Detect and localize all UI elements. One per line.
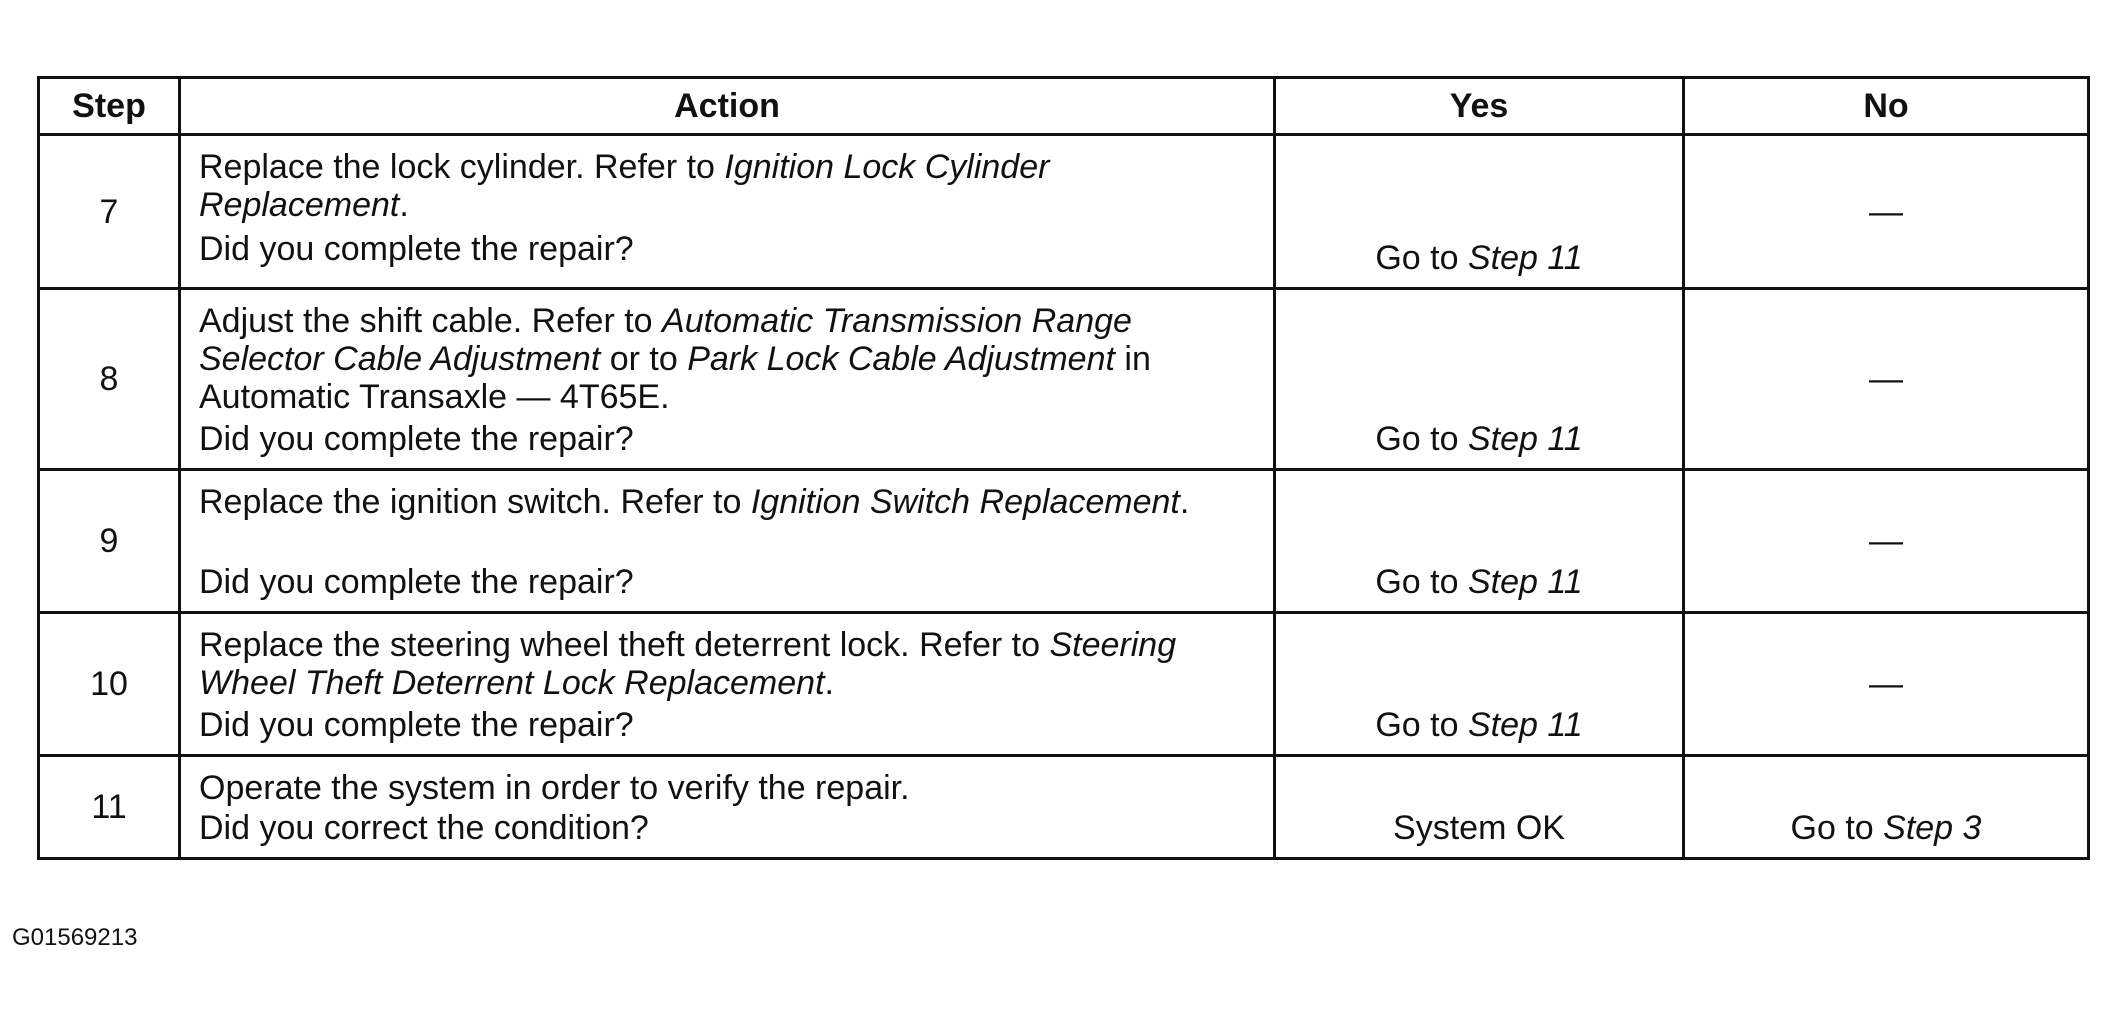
reference-text: Automatic Transmission Range Selector Ca…: [199, 302, 1132, 378]
no-result: Go to Step 3: [1685, 809, 2087, 847]
yes-cell: Go to Step 11: [1273, 611, 1685, 757]
no-cell: —: [1682, 468, 2090, 614]
action-instruction: Replace the lock cylinder. Refer to Igni…: [199, 148, 1257, 224]
table-header-row: Step Action Yes No: [37, 76, 2090, 136]
cell-text: —: [1869, 360, 1903, 398]
no-cell: —: [1682, 287, 2090, 471]
yes-result: System OK: [1276, 809, 1682, 847]
text-segment: .: [399, 186, 409, 224]
table-row: 11 Operate the system in order to verify …: [37, 754, 2090, 860]
step-number: 11: [37, 754, 181, 860]
header-action: Action: [178, 76, 1276, 136]
header-yes: Yes: [1273, 76, 1685, 136]
text-segment: Go to: [1375, 563, 1468, 601]
table-row: 10 Replace the steering wheel theft deter…: [37, 611, 2090, 757]
action-question: Did you complete the repair?: [199, 563, 634, 601]
action-instruction: Replace the ignition switch. Refer to Ig…: [199, 483, 1257, 521]
reference-text: Ignition Switch Replacement: [750, 483, 1180, 521]
no-result: —: [1685, 665, 2087, 703]
text-segment: Replace the ignition switch. Refer to: [199, 483, 751, 521]
step-number: 10: [37, 611, 181, 757]
reference-text: Park Lock Cable Adjustment: [687, 340, 1115, 378]
action-cell: Replace the lock cylinder. Refer to Igni…: [178, 133, 1276, 290]
action-question: Did you correct the condition?: [199, 809, 649, 847]
step-number: 9: [37, 468, 181, 614]
action-question: Did you complete the repair?: [199, 420, 634, 458]
no-result: —: [1685, 522, 2087, 560]
text-segment: Go to: [1790, 809, 1884, 847]
yes-result: Go to Step 11: [1276, 563, 1682, 601]
reference-text: Step 11: [1467, 420, 1583, 458]
text-segment: Replace the steering wheel theft deterre…: [199, 626, 1050, 664]
text-segment: Replace the lock cylinder. Refer to: [199, 148, 725, 186]
reference-text: Step 11: [1467, 706, 1583, 744]
text-segment: Operate the system in order to verify th…: [199, 769, 910, 807]
text-segment: Adjust the shift cable. Refer to: [199, 302, 663, 340]
text-segment: .: [1179, 483, 1190, 521]
text-segment: in Automatic Transaxle — 4T65E.: [199, 340, 1151, 416]
cell-text: —: [1869, 665, 1903, 703]
reference-text: Step 11: [1467, 563, 1583, 601]
no-result: —: [1685, 193, 2087, 231]
yes-result: Go to Step 11: [1276, 706, 1682, 744]
action-cell: Replace the ignition switch. Refer to Ig…: [178, 468, 1276, 614]
yes-cell: System OK: [1273, 754, 1685, 860]
table-row: 9 Replace the ignition switch. Refer to I…: [37, 468, 2090, 614]
cell-text: —: [1869, 522, 1903, 560]
action-instruction: Adjust the shift cable. Refer to Automat…: [199, 302, 1257, 416]
text-segment: Go to: [1375, 239, 1468, 277]
reference-text: Steering Wheel Theft Deterrent Lock Repl…: [199, 626, 1177, 702]
action-question: Did you complete the repair?: [199, 230, 634, 268]
reference-text: Step 3: [1883, 809, 1982, 847]
yes-cell: Go to Step 11: [1273, 468, 1685, 614]
action-instruction: Operate the system in order to verify th…: [199, 769, 1257, 807]
no-cell: —: [1682, 133, 2090, 290]
figure-id: G01569213: [12, 924, 138, 951]
step-number: 8: [37, 287, 181, 471]
yes-result: Go to Step 11: [1276, 239, 1682, 277]
text-segment: Go to: [1375, 706, 1468, 744]
action-cell: Replace the steering wheel theft deterre…: [178, 611, 1276, 757]
reference-text: Step 11: [1467, 239, 1583, 277]
action-question: Did you complete the repair?: [199, 706, 634, 744]
header-no: No: [1682, 76, 2090, 136]
no-cell: Go to Step 3: [1682, 754, 2090, 860]
action-cell: Adjust the shift cable. Refer to Automat…: [178, 287, 1276, 471]
yes-result: Go to Step 11: [1276, 420, 1682, 458]
yes-cell: Go to Step 11: [1273, 133, 1685, 290]
yes-cell: Go to Step 11: [1273, 287, 1685, 471]
text-segment: Go to: [1375, 420, 1468, 458]
action-instruction: Replace the steering wheel theft deterre…: [199, 626, 1257, 702]
reference-text: Ignition Lock Cylinder Replacement: [199, 148, 1050, 224]
text-segment: System OK: [1393, 809, 1565, 847]
text-segment: .: [824, 664, 834, 702]
no-result: —: [1685, 360, 2087, 398]
no-cell: —: [1682, 611, 2090, 757]
cell-text: —: [1869, 192, 1903, 231]
step-number: 7: [37, 133, 181, 290]
text-segment: or to: [600, 340, 688, 378]
header-step: Step: [37, 76, 181, 136]
action-cell: Operate the system in order to verify th…: [178, 754, 1276, 860]
